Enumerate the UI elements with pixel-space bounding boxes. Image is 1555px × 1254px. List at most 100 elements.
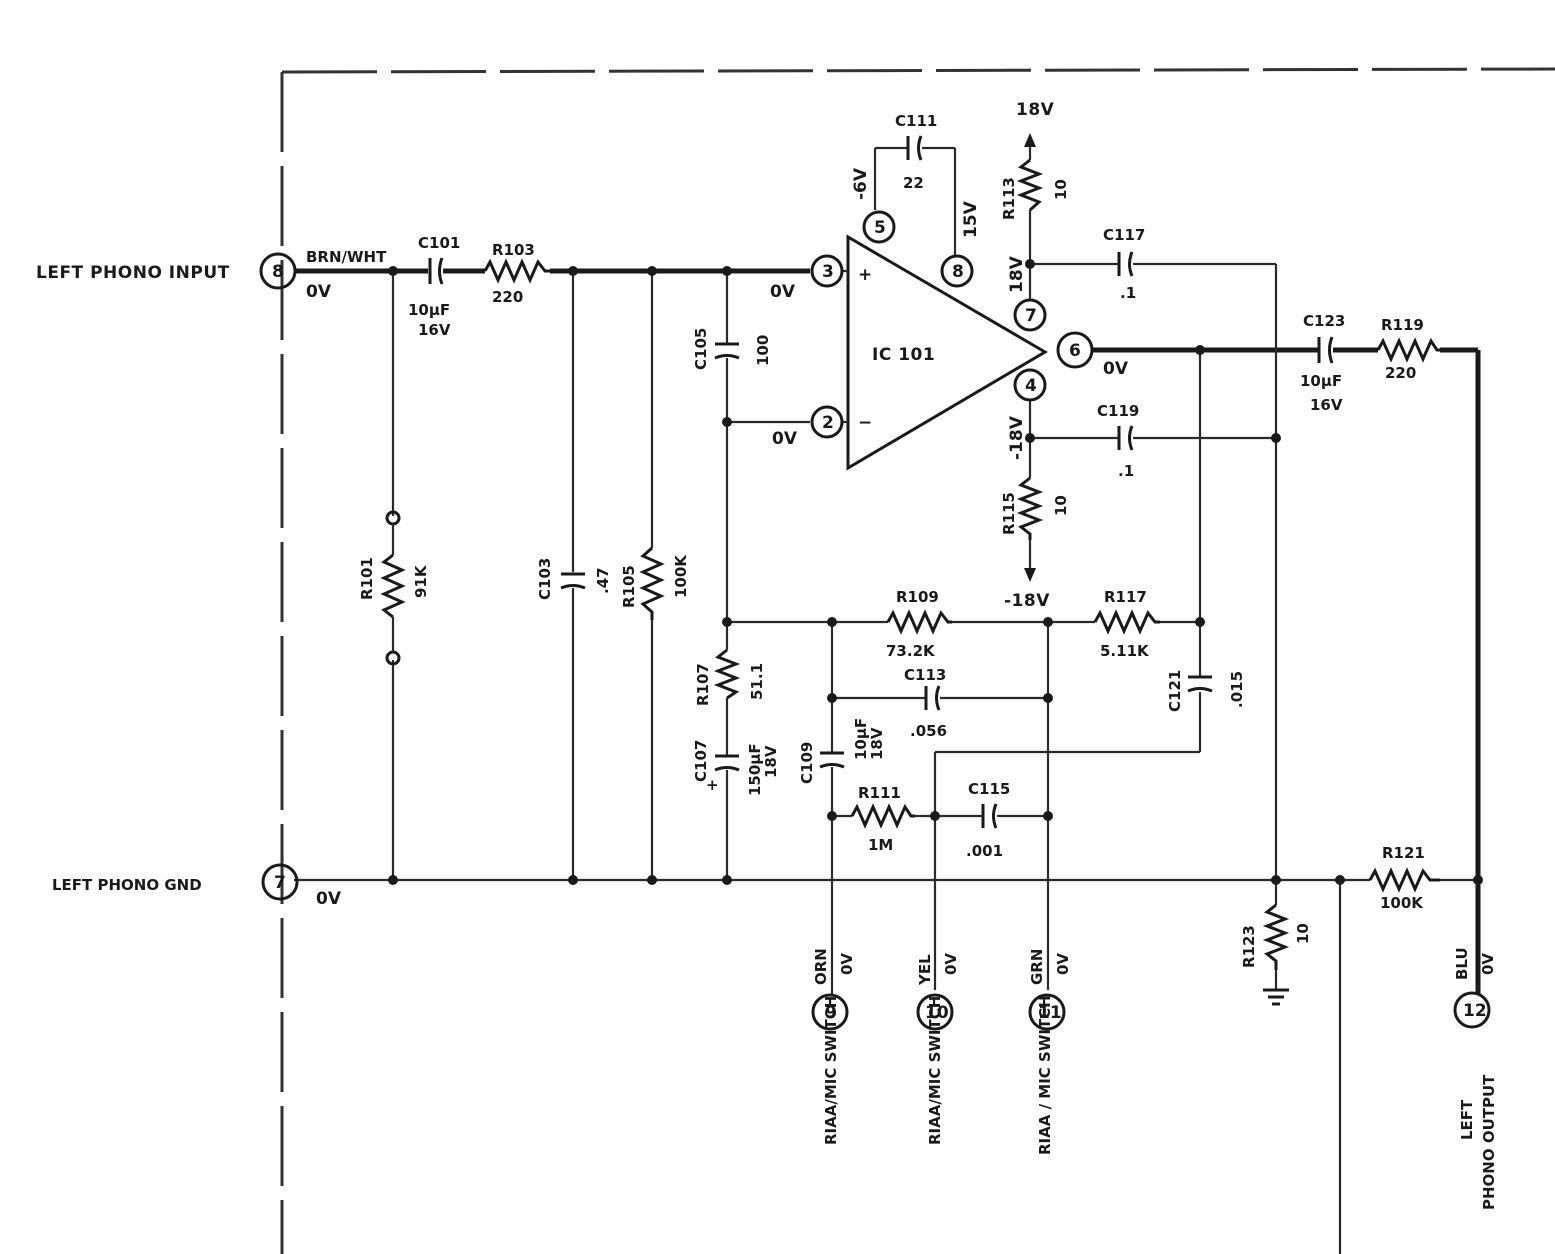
terminal-9[interactable]: 9 ORN 0V RIAA/MIC SWITCH [811,948,856,1145]
c117-value: .1 [1120,284,1136,302]
resistor-r123: R123 10 [1240,903,1312,970]
ic-101: IC 101 + − [843,234,1048,471]
terminal-10-wire-color: YEL [916,954,934,986]
terminal-8-wire-color: BRN/WHT [306,248,387,266]
r115-value: 10 [1052,495,1070,516]
ic-pins: 3 0V 2 0V 5 -6V 8 15V 7 18V 6 0V 4 -18V [770,167,1129,460]
terminal-7-pin: 7 [274,873,286,893]
terminal-9-label: RIAA/MIC SWITCH [822,996,840,1145]
resistor-r111: R111 1M [850,784,915,854]
r121-ref: R121 [1382,844,1425,862]
terminal-11-voltage: 0V [1054,953,1072,975]
c107-value-1: 150µF [746,743,764,796]
c107-value-2: 18V [762,745,780,778]
c121-value: .015 [1228,671,1246,708]
terminal-7-voltage: 0V [316,889,342,909]
r107-ref: R107 [694,663,712,706]
capacitor-c115: C115 .001 [966,780,1010,860]
c111-value: 22 [903,174,924,192]
terminal-12-voltage: 0V [1479,953,1497,975]
r115-ref: R115 [1000,492,1018,535]
r103-value: 220 [492,288,523,306]
terminal-11[interactable]: 11 GRN 0V RIAA / MIC SWITCH [1028,949,1072,1155]
ic-pin-5-voltage: -6V [851,167,871,200]
terminal-9-voltage: 0V [838,953,856,975]
c119-ref: C119 [1097,402,1139,420]
c103-ref: C103 [536,558,554,600]
terminal-9-wire-color: ORN [812,948,830,985]
r109-ref: R109 [896,588,939,606]
resistor-r105: R105 100K [620,546,690,620]
negative-rail-label: -18V [1004,591,1050,611]
capacitor-c117: C117 .1 [1103,226,1145,302]
r105-ref: R105 [620,565,638,608]
resistor-r109: R109 73.2K [886,588,952,660]
c107-polarity: + [706,776,719,794]
ic-pin-3-voltage: 0V [770,282,796,302]
capacitor-c111: C111 22 [895,112,937,192]
r121-value: 100K [1380,894,1424,912]
r123-ref: R123 [1240,925,1258,968]
terminal-8-pin: 8 [272,262,284,282]
c109-ref: C109 [798,742,816,784]
ic-pin-2: 2 [822,413,834,433]
ic-pin-7-voltage: 18V [1007,255,1027,293]
c103-value: .47 [594,567,612,594]
c101-value-1: 10µF [408,301,450,319]
ic-pin-4-voltage: -18V [1007,415,1027,460]
junction-dots [388,259,1483,885]
resistor-r121: R121 100K [1368,844,1440,912]
terminal-11-pin: 11 [1038,1003,1062,1023]
capacitor-c121: C121 .015 [1166,670,1246,712]
r113-ref: R113 [1000,177,1018,220]
ic-name: IC 101 [872,345,935,365]
capacitor-c119: C119 .1 [1097,402,1139,480]
terminal-9-pin: 9 [825,1003,837,1023]
c123-value-1: 10µF [1300,372,1342,390]
ic-pin-5: 5 [874,218,886,238]
ic-minus-sign: − [858,413,873,433]
c115-ref: C115 [968,780,1010,798]
capacitor-c109: C109 10µF 18V [798,718,886,784]
supply-rails: 18V -18V [1004,100,1055,611]
c121-ref: C121 [1166,670,1184,712]
terminal-8-voltage: 0V [306,282,332,302]
c123-ref: C123 [1303,312,1345,330]
c101-ref: C101 [418,234,460,252]
terminal-11-wire-color: GRN [1028,949,1046,985]
terminal-10-voltage: 0V [942,953,960,975]
ic-pin-6: 6 [1069,341,1081,361]
terminal-7[interactable]: 7 LEFT PHONO GND 0V [52,863,342,909]
terminal-7-label: LEFT PHONO GND [52,876,202,894]
terminal-12-label-2: PHONO OUTPUT [1480,1074,1498,1210]
terminal-12-label-1: LEFT [1458,1099,1476,1140]
terminal-12-wire-color: BLU [1453,947,1471,980]
terminal-11-label: RIAA / MIC SWITCH [1036,995,1054,1155]
terminal-10[interactable]: 10 YEL 0V RIAA/MIC SWITCH [916,953,960,1145]
positive-rail-label: 18V [1016,100,1055,120]
ic-pin-8: 8 [952,262,964,282]
r107-value: 51.1 [748,663,766,700]
ic-plus-sign: + [858,265,873,285]
c119-value: .1 [1118,462,1134,480]
c123-value-2: 16V [1310,396,1343,414]
c101-value-2: 16V [418,321,451,339]
ground-icon [1263,988,1289,1006]
resistor-r113: R113 10 [1000,158,1070,220]
resistor-r107: R107 51.1 [694,648,766,706]
ic-pin-3: 3 [822,262,834,282]
c111-ref: C111 [895,112,937,130]
ic-pin-7: 7 [1025,306,1037,326]
r117-ref: R117 [1104,588,1147,606]
ic-pin-2-voltage: 0V [772,429,798,449]
c109-value-2: 18V [868,727,886,760]
resistor-r101: R101 91K [358,510,430,666]
terminal-8-label: LEFT PHONO INPUT [36,263,230,283]
c113-ref: C113 [904,666,946,684]
c107-ref: C107 [692,740,710,782]
terminal-12[interactable]: 12 BLU 0V LEFT PHONO OUTPUT [1453,947,1498,1210]
terminal-8[interactable]: 8 LEFT PHONO INPUT BRN/WHT 0V [36,248,387,302]
terminal-10-label: RIAA/MIC SWITCH [926,996,944,1145]
c109-value-1: 10µF [852,718,870,760]
